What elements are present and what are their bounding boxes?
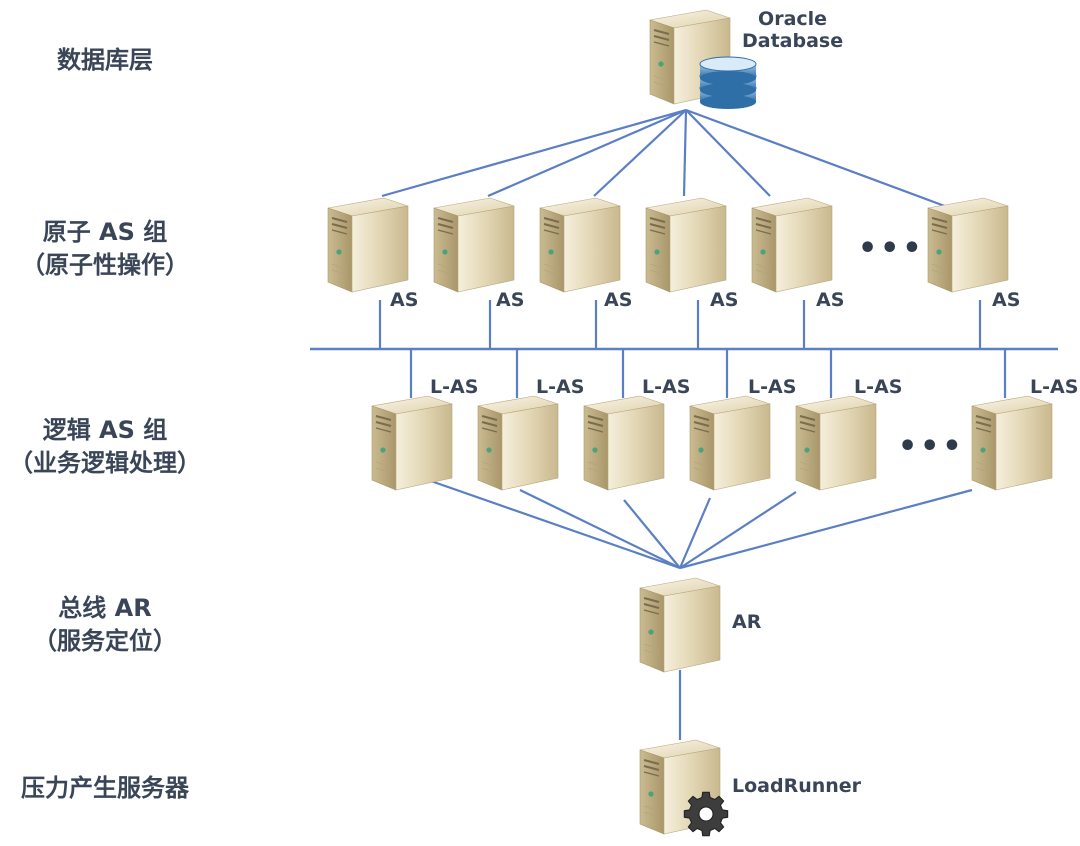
as-server-icon-5 [751, 197, 833, 293]
as-server-icon-4 [645, 197, 727, 293]
loadrunner-label: LoadRunner [732, 775, 862, 797]
layer-label-database-text: 数据库层 [57, 46, 153, 74]
as-label-6: AS [992, 289, 1021, 311]
as-label-3: AS [604, 289, 633, 311]
as-server-icon-3 [539, 197, 621, 293]
as-ellipsis: ••• [858, 231, 925, 266]
database-label: Oracle Database [742, 8, 843, 52]
layer-label-logic-title: 逻辑 AS 组 [42, 416, 168, 444]
ar-server-icon [639, 577, 721, 673]
ar-label: AR [732, 611, 762, 633]
as-server-icon-1 [327, 197, 409, 293]
connection-lines [310, 108, 1058, 740]
layer-label-bus-title: 总线 AR [58, 594, 152, 622]
layer-label-bus: 总线 AR （服务定位） [0, 592, 210, 658]
las-server-icon-1 [371, 395, 453, 491]
line-db-as-1 [381, 108, 687, 198]
layer-label-bus-sub: （服务定位） [33, 627, 177, 655]
las-server-icon-6 [971, 395, 1053, 491]
layer-label-logic-sub: （业务逻辑处理） [9, 449, 201, 477]
line-db-as-2 [487, 108, 687, 198]
as-label-2: AS [496, 289, 525, 311]
line-las-ar-4 [678, 497, 712, 569]
layer-label-atomic-title: 原子 AS 组 [42, 218, 168, 246]
las-label-5: L-AS [854, 376, 903, 398]
layer-label-atomic: 原子 AS 组 （原子性操作） [0, 216, 210, 282]
las-label-1: L-AS [430, 376, 479, 398]
as-server-icon-6 [927, 197, 1009, 293]
database-label-line-1: Oracle [758, 8, 828, 30]
line-las-ar-5 [679, 491, 797, 569]
as-server-icon-2 [433, 197, 515, 293]
layer-label-load-text: 压力产生服务器 [21, 774, 189, 802]
las-server-icon-4 [689, 395, 771, 491]
line-las-ar-6 [679, 488, 973, 570]
as-label-5: AS [816, 289, 845, 311]
layer-label-logic: 逻辑 AS 组 （业务逻辑处理） [0, 414, 210, 480]
layer-label-database: 数据库层 [0, 44, 210, 77]
line-db-as-6 [685, 108, 951, 210]
line-las-ar-1 [427, 478, 681, 570]
las-label-2: L-AS [536, 376, 585, 398]
las-label-6: L-AS [1030, 376, 1079, 398]
database-icon [699, 56, 757, 109]
las-label-4: L-AS [748, 376, 797, 398]
las-server-icon-5 [795, 395, 877, 491]
database-label-line-2: Database [742, 30, 844, 52]
las-label-3: L-AS [642, 376, 691, 398]
las-server-icon-3 [583, 395, 665, 491]
las-ellipsis: ••• [898, 429, 965, 464]
line-las-ar-3 [623, 499, 681, 569]
line-db-as-5 [685, 109, 771, 197]
line-las-ar-2 [519, 489, 681, 569]
line-db-as-3 [593, 109, 687, 197]
as-label-1: AS [390, 289, 419, 311]
as-label-4: AS [710, 289, 739, 311]
line-db-as-4 [682, 109, 688, 197]
layer-label-load: 压力产生服务器 [0, 772, 210, 805]
gear-icon [683, 791, 729, 837]
server-nodes [327, 9, 1053, 837]
las-server-icon-2 [477, 395, 559, 491]
layer-label-atomic-sub: （原子性操作） [21, 251, 189, 279]
